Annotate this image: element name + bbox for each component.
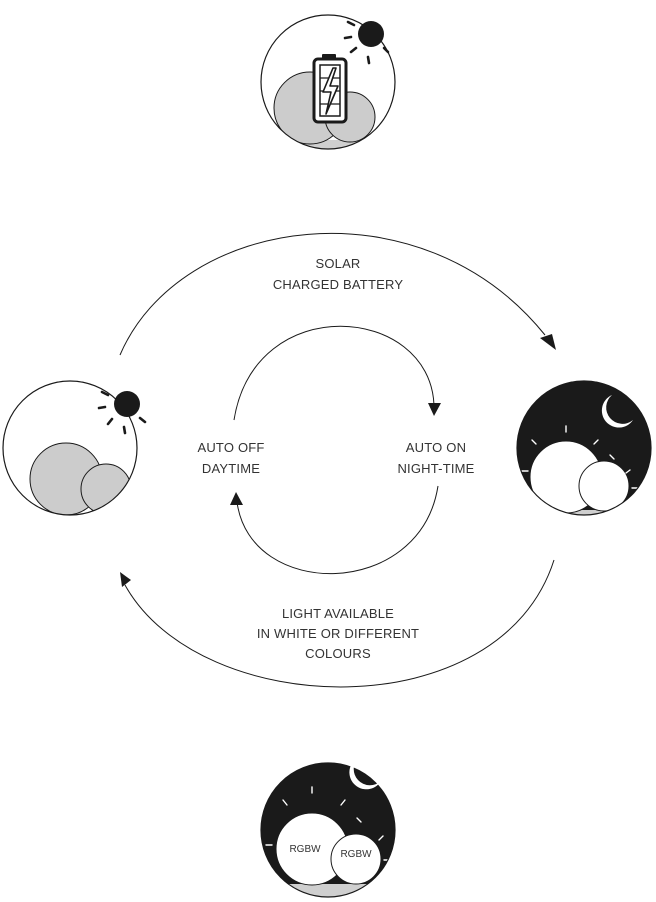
battery-icon — [314, 54, 346, 122]
auto-on-label-line1: AUTO ON — [406, 440, 466, 455]
auto-off-label-line1: AUTO OFF — [197, 440, 264, 455]
light-label-line2: IN WHITE OR DIFFERENT — [257, 626, 419, 641]
outer-arc-bottom — [125, 560, 554, 687]
solar-label-line1: SOLAR — [315, 256, 360, 271]
auto-off-label-line2: DAYTIME — [202, 461, 260, 476]
sun-icon — [99, 391, 145, 433]
ground — [510, 510, 656, 530]
inner-arc-top — [234, 326, 434, 420]
ground — [255, 884, 405, 902]
ground — [0, 514, 150, 534]
rgbw-label-large: RGBW — [289, 844, 321, 855]
outer-arc-top — [120, 233, 545, 355]
light-label-line3: COLOURS — [305, 646, 371, 661]
inner-arrow-top — [428, 403, 441, 416]
rgbw-label-small: RGBW — [340, 849, 372, 860]
outer-arrow-bottom — [120, 572, 131, 587]
daytime-panel — [0, 381, 150, 534]
auto-on-label-line2: NIGHT-TIME — [397, 461, 474, 476]
inner-arrow-bottom — [230, 492, 243, 505]
rgbw-light-panel: RGBW RGBW — [255, 757, 405, 902]
light-label-line1: LIGHT AVAILABLE — [282, 606, 394, 621]
nighttime-panel — [510, 375, 656, 530]
ground — [255, 140, 405, 160]
solar-label-line2: CHARGED BATTERY — [273, 277, 404, 292]
outer-arrow-top — [540, 334, 556, 350]
inner-arc-bottom — [237, 486, 438, 574]
solar-charging-panel — [255, 15, 405, 160]
